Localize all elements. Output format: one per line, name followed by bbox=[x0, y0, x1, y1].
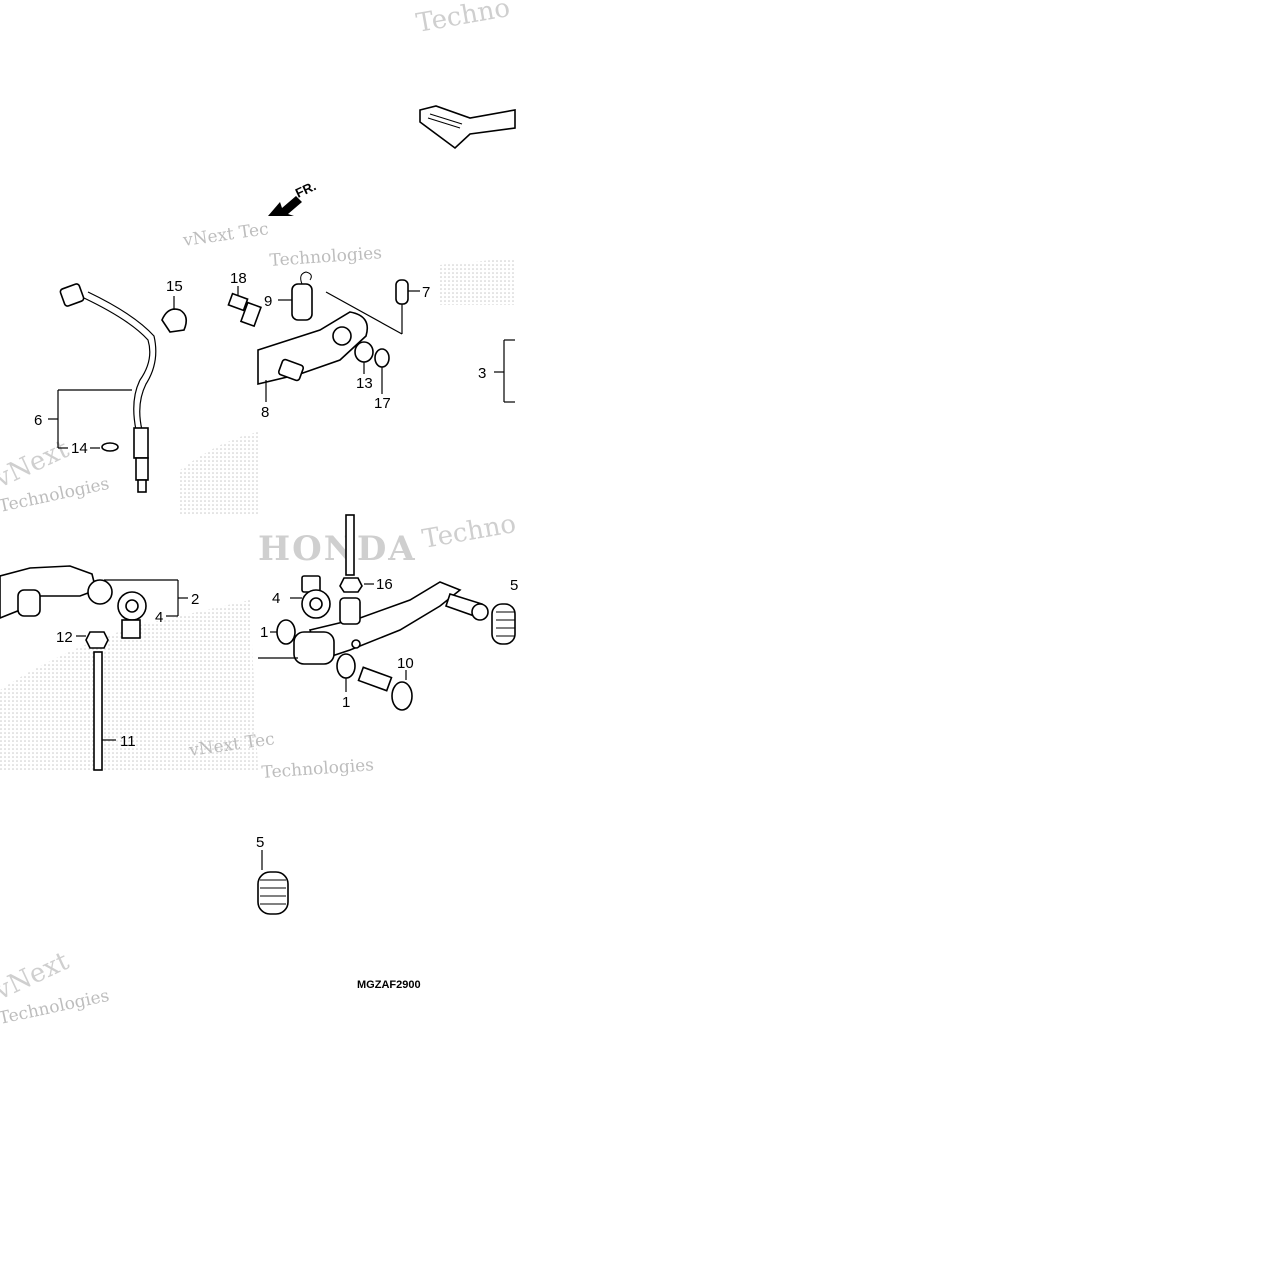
nut-12 bbox=[76, 631, 109, 649]
washers-13-17 bbox=[354, 341, 390, 394]
callout-16: 16 bbox=[376, 576, 393, 593]
watermark-wing-upper bbox=[180, 432, 258, 515]
pedal-arm-upper bbox=[257, 311, 369, 402]
spring-9 bbox=[278, 271, 403, 335]
watermark-layer: Techno Techno vNext Tec vNext Tec vNext … bbox=[0, 0, 518, 1029]
watermark-techno-mid: Techno bbox=[420, 509, 518, 555]
shift-pedal-top bbox=[419, 105, 516, 150]
link-arm-lower bbox=[0, 565, 188, 639]
callout-4-right: 4 bbox=[272, 590, 280, 607]
bracket-3 bbox=[494, 339, 515, 403]
pedal-arm-lower bbox=[293, 581, 489, 665]
front-direction-arrow: FR. bbox=[268, 178, 318, 216]
watermark-vnext-tec-upper: vNext Tec bbox=[181, 219, 270, 251]
callout-14: 14 bbox=[71, 440, 88, 457]
callout-3: 3 bbox=[478, 365, 486, 382]
front-direction-label: FR. bbox=[293, 178, 318, 200]
callout-9: 9 bbox=[264, 293, 272, 310]
clip-15 bbox=[161, 296, 188, 333]
callout-13: 13 bbox=[356, 375, 373, 392]
watermark-techno-top: Techno bbox=[414, 0, 512, 39]
bolt-10 bbox=[357, 666, 413, 711]
rod-16 bbox=[339, 514, 374, 593]
watermark-technologies-lower: Technologies bbox=[261, 755, 375, 783]
callout-8: 8 bbox=[261, 404, 269, 421]
diagram-code: MGZAF2900 bbox=[357, 979, 421, 991]
shift-rod-upper bbox=[48, 283, 157, 493]
callout-1-lower: 1 bbox=[342, 694, 350, 711]
callout-7: 7 bbox=[422, 284, 430, 301]
pedal-rubber-5-lower bbox=[257, 850, 289, 915]
callout-17: 17 bbox=[374, 395, 391, 412]
callout-12: 12 bbox=[56, 629, 73, 646]
rod-11 bbox=[93, 651, 116, 771]
watermark-wing-lower bbox=[0, 600, 258, 770]
callout-6: 6 bbox=[34, 412, 42, 429]
callout-11: 11 bbox=[120, 733, 136, 750]
callout-1-upper: 1 bbox=[260, 624, 268, 641]
washers-1 bbox=[258, 619, 356, 692]
watermark-honda-top-right bbox=[440, 258, 515, 305]
callout-5-right: 5 bbox=[510, 577, 518, 594]
bolt-18 bbox=[227, 286, 262, 328]
callout-2: 2 bbox=[191, 591, 199, 608]
callout-labels: 15 18 9 7 6 14 3 13 17 8 2 4 12 11 16 4 … bbox=[34, 270, 518, 991]
joint-4-right bbox=[290, 575, 331, 619]
pedal-rubber-5-right bbox=[491, 603, 516, 645]
callout-10: 10 bbox=[397, 655, 414, 672]
callout-15: 15 bbox=[166, 278, 183, 295]
watermark-honda-logo: HONDA bbox=[258, 529, 417, 569]
spring-7 bbox=[395, 279, 420, 334]
callout-5-lower: 5 bbox=[256, 834, 264, 851]
callout-18: 18 bbox=[230, 270, 247, 287]
callout-4-left: 4 bbox=[155, 609, 163, 626]
watermark-technologies-upper: Technologies bbox=[269, 243, 383, 271]
